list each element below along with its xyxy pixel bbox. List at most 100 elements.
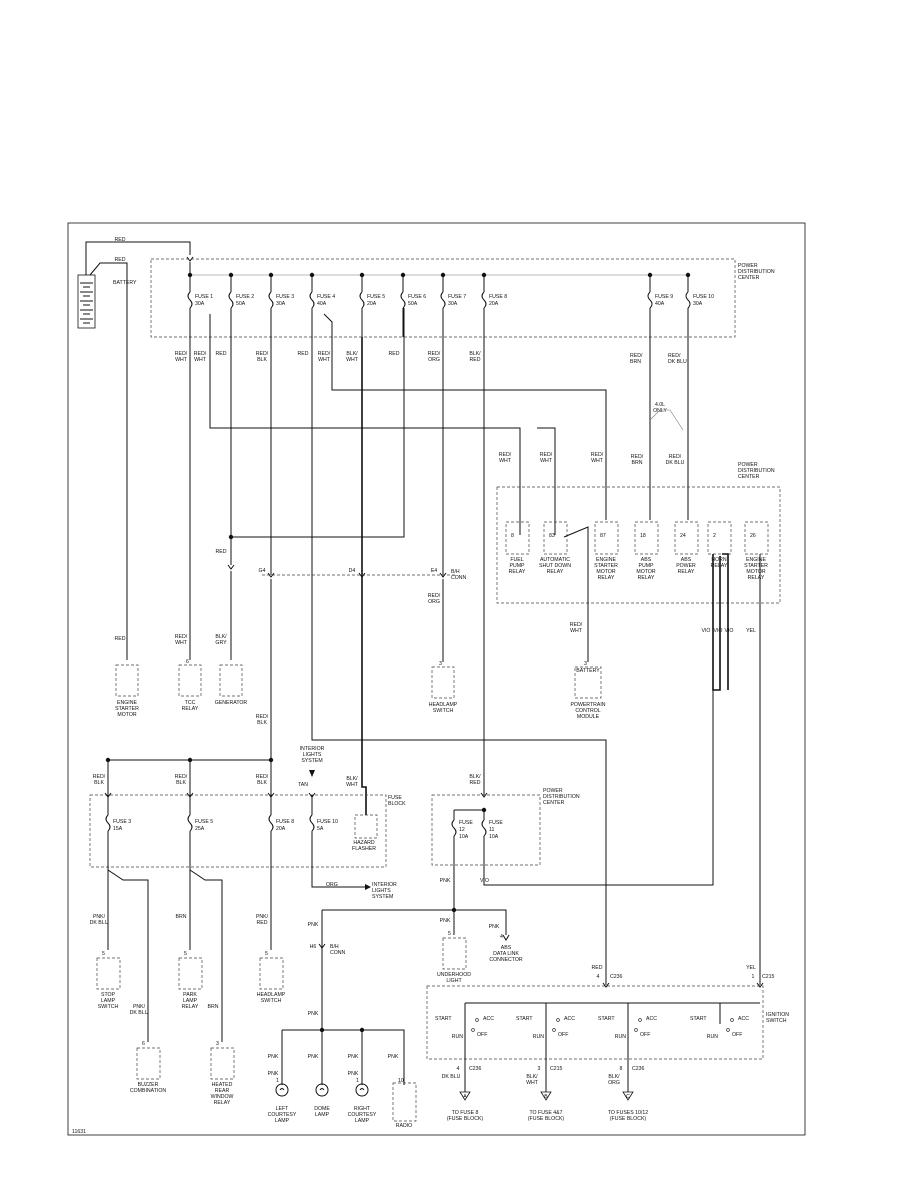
component-box bbox=[136, 1047, 161, 1080]
wire-color: PNK/ bbox=[133, 1004, 146, 1010]
component-name: ENGINE bbox=[117, 700, 137, 706]
relay-pin: 24 bbox=[680, 533, 686, 539]
fuse-block-label: FUSE bbox=[388, 795, 402, 801]
fuse-rating: 15A bbox=[113, 826, 123, 832]
wire-color: BLK/ bbox=[608, 1074, 620, 1080]
fork-4ol bbox=[649, 409, 684, 431]
wire-color: PNK bbox=[440, 918, 451, 924]
hazard-label: HAZARD bbox=[353, 840, 375, 846]
fuse-name: FUSE 5 bbox=[367, 294, 385, 300]
component-name: LAMP bbox=[183, 998, 198, 1004]
relay-name: PUMP bbox=[639, 563, 655, 569]
lamp-icon bbox=[315, 1083, 329, 1097]
fuse-symbol bbox=[400, 291, 406, 309]
fuse-symbol bbox=[309, 814, 315, 832]
wire-color: RED/ bbox=[669, 454, 682, 460]
relay-name: RELAY bbox=[598, 575, 615, 581]
fuse-symbol bbox=[105, 814, 111, 832]
component-name: UNDERHOOD bbox=[437, 972, 471, 978]
relay-box bbox=[543, 521, 568, 555]
connector-label: B/H bbox=[330, 944, 339, 950]
fuse-rating: 30A bbox=[693, 301, 703, 307]
lamp-name: LAMP bbox=[275, 1118, 290, 1124]
relay-block-label: DISTRIBUTION bbox=[738, 468, 775, 474]
relay-block-label: CENTER bbox=[738, 474, 760, 480]
switch-position: ACC bbox=[483, 1016, 494, 1022]
wire-color: PNK bbox=[268, 1054, 279, 1060]
component-box bbox=[259, 957, 284, 990]
pin-number: 1 bbox=[752, 974, 755, 980]
fuse-name: FUSE 8 bbox=[489, 294, 507, 300]
component-name: POWERTRAIN bbox=[570, 702, 605, 708]
lamp-name: COURTESY bbox=[348, 1112, 377, 1118]
wire-color: WHT bbox=[194, 357, 207, 363]
destination-label: TO FUSES 10/12 bbox=[608, 1110, 648, 1116]
relay-box bbox=[674, 521, 699, 555]
component-name: LIGHT bbox=[446, 978, 462, 984]
fuse-name: FUSE 9 bbox=[655, 294, 673, 300]
fuse-symbol bbox=[187, 291, 193, 309]
connector-label: C236 bbox=[632, 1066, 645, 1072]
lamp-name: RIGHT bbox=[354, 1106, 371, 1112]
connector-c236 bbox=[602, 982, 610, 988]
relay-pin: 8 bbox=[511, 533, 514, 539]
fuse-rating: 10A bbox=[489, 834, 499, 840]
component-name: DATA LINK bbox=[493, 951, 519, 957]
component-name: SWITCH bbox=[261, 998, 282, 1004]
connector-label: C215 bbox=[762, 974, 775, 980]
fuse-number: 12 bbox=[459, 827, 465, 833]
fuse-name: FUSE 10 bbox=[317, 819, 338, 825]
pin-number: 1 bbox=[276, 1078, 279, 1084]
fuse-rating: 10A bbox=[459, 834, 469, 840]
destination-label: TO FUSE 4&7 bbox=[529, 1110, 562, 1116]
connector-label: CONN bbox=[451, 575, 467, 581]
lamp-name: LAMP bbox=[355, 1118, 370, 1124]
wire-color: RED/ bbox=[591, 452, 604, 458]
relay-name: RELAY bbox=[638, 575, 655, 581]
asd-relay-feed bbox=[537, 427, 556, 535]
relay-name: STARTER bbox=[744, 563, 768, 569]
switch-position: START bbox=[690, 1016, 707, 1022]
pdc-top-label: POWER bbox=[738, 263, 758, 269]
component-inner-label: BATTERY bbox=[576, 668, 600, 674]
component-box bbox=[210, 1047, 235, 1080]
pin-number: 8 bbox=[620, 1066, 623, 1072]
wire-color: BLK/ bbox=[469, 351, 481, 357]
wire-color: WHT bbox=[318, 357, 331, 363]
wire-color: RED/ bbox=[570, 622, 583, 628]
component-name: HEADLAMP bbox=[429, 702, 458, 708]
arrow-down-icon bbox=[309, 770, 315, 777]
fuse-rating: 20A bbox=[367, 301, 377, 307]
fuse-symbol bbox=[309, 291, 315, 309]
wire-color: PNK bbox=[388, 1054, 399, 1060]
connector-label: C236 bbox=[610, 974, 623, 980]
wire-color: RED/ bbox=[175, 351, 188, 357]
fuse-rating: 5A bbox=[317, 826, 324, 832]
wire-color: WHT bbox=[540, 458, 553, 464]
lamp-name: LEFT bbox=[276, 1106, 290, 1112]
ignition-label: SWITCH bbox=[766, 1018, 787, 1024]
component-name: REAR bbox=[215, 1088, 230, 1094]
connector-label: B/H bbox=[451, 569, 460, 575]
destination-label: (FUSE BLOCK) bbox=[528, 1116, 565, 1122]
component-name: RELAY bbox=[214, 1100, 231, 1106]
switch-position: START bbox=[516, 1016, 533, 1022]
connector-g4 bbox=[267, 572, 275, 578]
wire-color: RED/ bbox=[540, 452, 553, 458]
fuse-symbol bbox=[268, 814, 274, 832]
heated-window-wire bbox=[189, 869, 223, 1042]
lamp-name: RADIO bbox=[396, 1123, 412, 1129]
fuse-rating: 20A bbox=[489, 301, 499, 307]
wire-color: RED/ bbox=[318, 351, 331, 357]
wire-color: RED/ bbox=[499, 452, 512, 458]
relay-box bbox=[634, 521, 659, 555]
lamp-filament bbox=[319, 1088, 325, 1091]
relay-name: PUMP bbox=[510, 563, 526, 569]
fuse-name: FUSE 6 bbox=[408, 294, 426, 300]
destination-label: (FUSE BLOCK) bbox=[447, 1116, 484, 1122]
relay-name: SHUT DOWN bbox=[539, 563, 571, 569]
wire-color: PNK bbox=[489, 924, 500, 930]
page-frame bbox=[67, 222, 806, 1136]
wire-color: DK BLU bbox=[90, 920, 109, 926]
connector-e4 bbox=[439, 572, 447, 578]
